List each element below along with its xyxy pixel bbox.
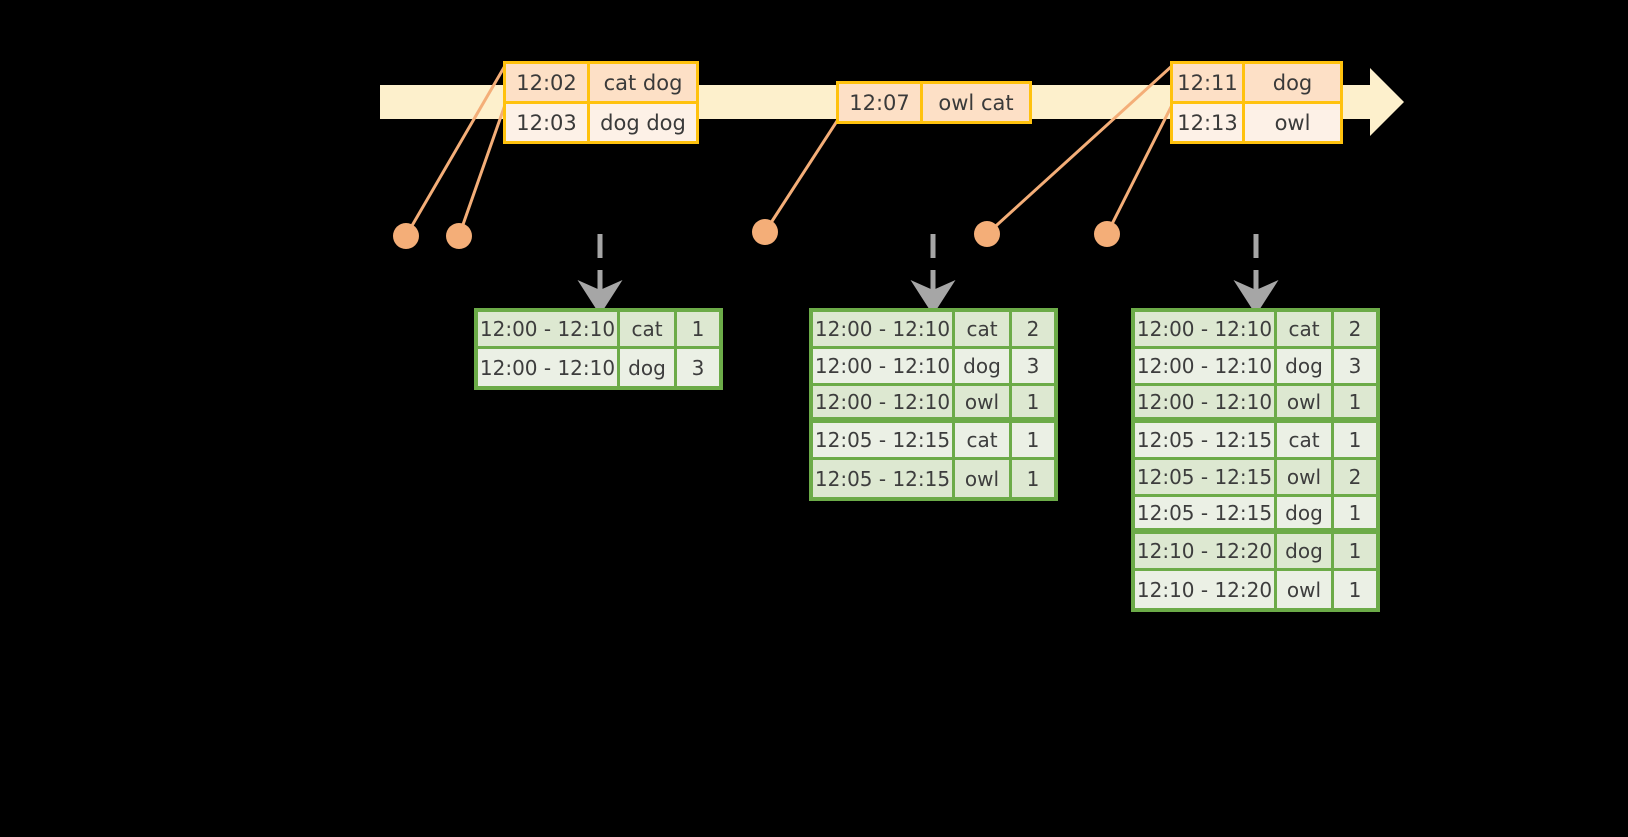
window-cell: 12:10 - 12:20 — [1135, 571, 1277, 608]
word-cell: dog — [1277, 349, 1334, 386]
event-box-1[interactable]: 12:02 cat dog 12:03 dog dog — [503, 61, 699, 144]
event-time: 12:02 — [506, 64, 590, 101]
window-cell: 12:00 - 12:10 — [813, 312, 955, 349]
word-cell: dog — [620, 349, 677, 386]
count-cell: 3 — [1334, 349, 1376, 386]
event-time: 12:03 — [506, 104, 590, 141]
event-words: dog dog — [590, 104, 696, 141]
count-cell: 2 — [1334, 460, 1376, 497]
event-words: cat dog — [590, 64, 696, 101]
trigger-arrows — [577, 234, 1279, 315]
window-cell: 12:05 - 12:15 — [1135, 497, 1277, 534]
count-cell: 1 — [1012, 386, 1054, 423]
event-row: 12:03 dog dog — [506, 101, 696, 141]
word-cell: cat — [1277, 312, 1334, 349]
count-cell: 1 — [677, 312, 719, 349]
count-cell: 1 — [1012, 460, 1054, 497]
window-table-2[interactable]: 12:00 - 12:10 cat 2 12:00 - 12:10 dog 3 … — [809, 308, 1058, 501]
window-cell: 12:10 - 12:20 — [1135, 534, 1277, 571]
table-row: 12:00 - 12:10 cat 2 — [813, 312, 1054, 349]
event-row: 12:11 dog — [1173, 64, 1340, 101]
event-dot-4 — [974, 221, 1000, 247]
word-cell: dog — [955, 349, 1012, 386]
count-cell: 1 — [1334, 571, 1376, 608]
window-cell: 12:00 - 12:10 — [1135, 349, 1277, 386]
count-cell: 2 — [1334, 312, 1376, 349]
table-row: 12:00 - 12:10 owl 1 — [1135, 386, 1376, 423]
word-cell: cat — [1277, 423, 1334, 460]
table-row: 12:00 - 12:10 dog 3 — [478, 349, 719, 386]
event-dots — [393, 219, 1120, 249]
event-time: 12:07 — [839, 84, 923, 121]
table-row: 12:05 - 12:15 cat 1 — [1135, 423, 1376, 460]
word-cell: owl — [1277, 386, 1334, 423]
connector-3 — [763, 117, 841, 233]
count-cell: 3 — [677, 349, 719, 386]
count-cell: 1 — [1334, 386, 1376, 423]
event-row: 12:07 owl cat — [839, 84, 1029, 121]
window-cell: 12:05 - 12:15 — [1135, 423, 1277, 460]
window-cell: 12:05 - 12:15 — [1135, 460, 1277, 497]
event-dot-2 — [446, 223, 472, 249]
table-row: 12:10 - 12:20 dog 1 — [1135, 534, 1376, 571]
window-cell: 12:00 - 12:10 — [478, 312, 620, 349]
count-cell: 2 — [1012, 312, 1054, 349]
event-words: dog — [1245, 64, 1340, 101]
event-row: 12:13 owl — [1173, 101, 1340, 141]
event-box-2[interactable]: 12:07 owl cat — [836, 81, 1032, 124]
event-time: 12:11 — [1173, 64, 1245, 101]
table-row: 12:00 - 12:10 cat 2 — [1135, 312, 1376, 349]
table-row: 12:05 - 12:15 cat 1 — [813, 423, 1054, 460]
event-words: owl — [1245, 104, 1340, 141]
event-box-3[interactable]: 12:11 dog 12:13 owl — [1170, 61, 1343, 144]
window-cell: 12:05 - 12:15 — [813, 460, 955, 497]
connector-1 — [404, 63, 508, 237]
word-cell: owl — [1277, 571, 1334, 608]
connector-2 — [457, 101, 508, 237]
table-row: 12:00 - 12:10 cat 1 — [478, 312, 719, 349]
word-cell: cat — [955, 423, 1012, 460]
window-table-1[interactable]: 12:00 - 12:10 cat 1 12:00 - 12:10 dog 3 — [474, 308, 723, 390]
table-row: 12:05 - 12:15 dog 1 — [1135, 497, 1376, 534]
count-cell: 3 — [1012, 349, 1054, 386]
event-row: 12:02 cat dog — [506, 64, 696, 101]
table-row: 12:00 - 12:10 owl 1 — [813, 386, 1054, 423]
table-row: 12:10 - 12:20 owl 1 — [1135, 571, 1376, 608]
word-cell: owl — [1277, 460, 1334, 497]
window-cell: 12:00 - 12:10 — [478, 349, 620, 386]
word-cell: dog — [1277, 497, 1334, 534]
table-row: 12:05 - 12:15 owl 2 — [1135, 460, 1376, 497]
event-dot-1 — [393, 223, 419, 249]
table-row: 12:00 - 12:10 dog 3 — [813, 349, 1054, 386]
table-row: 12:05 - 12:15 owl 1 — [813, 460, 1054, 497]
event-dot-5 — [1094, 221, 1120, 247]
count-cell: 1 — [1334, 423, 1376, 460]
word-cell: cat — [620, 312, 677, 349]
event-dot-3 — [752, 219, 778, 245]
word-cell: owl — [955, 386, 1012, 423]
word-cell: owl — [955, 460, 1012, 497]
word-cell: cat — [955, 312, 1012, 349]
count-cell: 1 — [1334, 497, 1376, 534]
window-cell: 12:00 - 12:10 — [813, 386, 955, 423]
window-cell: 12:00 - 12:10 — [1135, 386, 1277, 423]
table-row: 12:00 - 12:10 dog 3 — [1135, 349, 1376, 386]
event-time: 12:13 — [1173, 104, 1245, 141]
event-words: owl cat — [923, 84, 1029, 121]
window-cell: 12:00 - 12:10 — [813, 349, 955, 386]
connector-5 — [1105, 102, 1175, 235]
window-cell: 12:00 - 12:10 — [1135, 312, 1277, 349]
window-cell: 12:05 - 12:15 — [813, 423, 955, 460]
word-cell: dog — [1277, 534, 1334, 571]
window-table-3[interactable]: 12:00 - 12:10 cat 2 12:00 - 12:10 dog 3 … — [1131, 308, 1380, 612]
count-cell: 1 — [1334, 534, 1376, 571]
count-cell: 1 — [1012, 423, 1054, 460]
